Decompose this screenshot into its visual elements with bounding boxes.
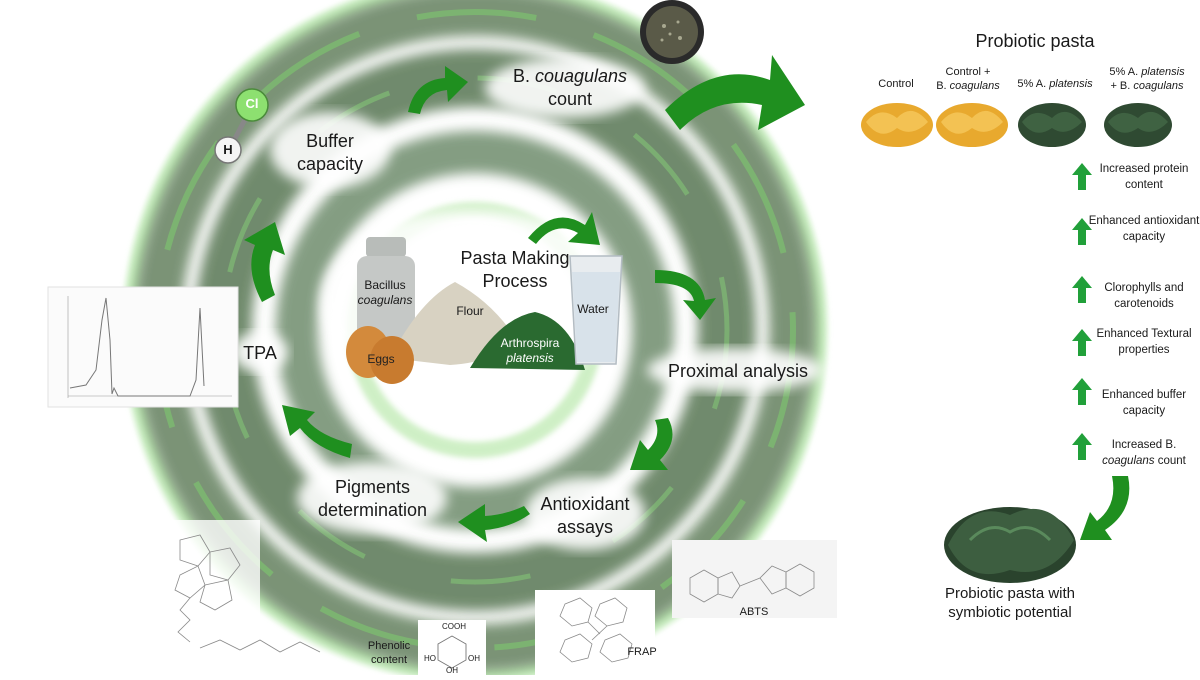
arrow-inner-4	[458, 504, 530, 542]
benefit-up-arrows	[1072, 163, 1092, 460]
arrow-inner-3	[630, 418, 673, 470]
abts-structure-icon	[672, 540, 837, 618]
benefit-protein: Increased protein content	[1099, 163, 1189, 191]
pasta-sample-spirulina-bc	[1104, 103, 1172, 147]
benefit-antioxidant: Enhanced antioxidant capacity	[1088, 215, 1200, 243]
phenolic-content-label: Phenolic content	[367, 640, 411, 666]
arrow-inner-1	[528, 212, 600, 245]
arrow-to-final	[1080, 476, 1130, 540]
eggs-icon	[346, 326, 414, 384]
buffer-capacity-label: Buffer capacity	[296, 131, 364, 174]
gallic-oh-label: OH	[468, 654, 480, 663]
pasta-samples	[861, 103, 1172, 147]
inner-arrows	[244, 66, 716, 542]
proximal-analysis-label: Proximal analysis	[667, 361, 809, 381]
hcl-cl-label: Cl	[245, 96, 259, 111]
chlorophyll-structure-icon	[150, 520, 321, 653]
up-arrow-icon	[1072, 329, 1092, 356]
arrow-inner-6	[244, 222, 285, 302]
hcl-molecule-icon	[214, 88, 269, 164]
probiotic-pasta-title: Probiotic pasta	[975, 31, 1095, 51]
hcl-h-label: H	[223, 142, 233, 157]
pasta-label-control: Control	[878, 78, 914, 90]
flour-pile-icon	[390, 282, 510, 365]
benefit-buffer: Enhanced buffer capacity	[1101, 389, 1187, 417]
water-glass-icon	[569, 255, 623, 365]
arrow-inner-2	[655, 270, 716, 320]
tpa-force-chart	[47, 286, 239, 408]
arrow-to-pasta	[665, 55, 805, 130]
pasta-sample-spirulina	[1018, 103, 1086, 147]
frap-complex-structure-icon	[535, 590, 655, 675]
pasta-process-title: Pasta Making Process	[460, 248, 570, 291]
frap-label: FRAP	[627, 646, 657, 658]
petri-dish-icon	[640, 0, 704, 64]
up-arrow-icon	[1072, 433, 1092, 460]
up-arrow-icon	[1072, 218, 1092, 245]
pasta-sample-control	[861, 103, 933, 147]
antioxidant-assays-label: Antioxidant assays	[540, 494, 630, 537]
arrow-inner-7	[408, 66, 468, 114]
flour-label: Flour	[456, 304, 484, 318]
pasta-sample-control-bc	[936, 103, 1008, 147]
pigments-determination-label: Pigments determination	[317, 477, 428, 520]
arrow-inner-5	[282, 405, 352, 458]
benefit-bcount: Increased B.coagulans count	[1102, 439, 1186, 467]
benefit-texture: Enhanced Textural properties	[1096, 328, 1192, 356]
gallic-cooh-label: COOH	[442, 622, 466, 631]
abts-label: ABTS	[739, 606, 769, 618]
up-arrow-icon	[1072, 378, 1092, 405]
pasta-label-control-bc: Control +B. coagulans	[936, 66, 1000, 92]
final-pasta-nest-icon	[944, 507, 1076, 583]
benefit-pigments: Clorophylls and carotenoids	[1104, 282, 1184, 310]
spirulina-pile-icon	[470, 312, 585, 370]
final-pasta-label: Probiotic pasta with symbiotic potential	[944, 585, 1076, 621]
pasta-label-spirulina: 5% A. platensis	[1017, 78, 1093, 90]
gallic-acid-structure-icon	[418, 620, 486, 675]
water-label: Water	[577, 302, 609, 316]
tpa-label: TPA	[243, 343, 277, 363]
gallic-oh2-label: OH	[446, 666, 458, 675]
eggs-label: Eggs	[367, 352, 395, 366]
up-arrow-icon	[1072, 276, 1092, 303]
gallic-ho-label: HO	[424, 654, 436, 663]
pasta-label-spirulina-bc: 5% A. platensis+ B. coagulans	[1109, 66, 1185, 92]
up-arrow-icon	[1072, 163, 1092, 190]
